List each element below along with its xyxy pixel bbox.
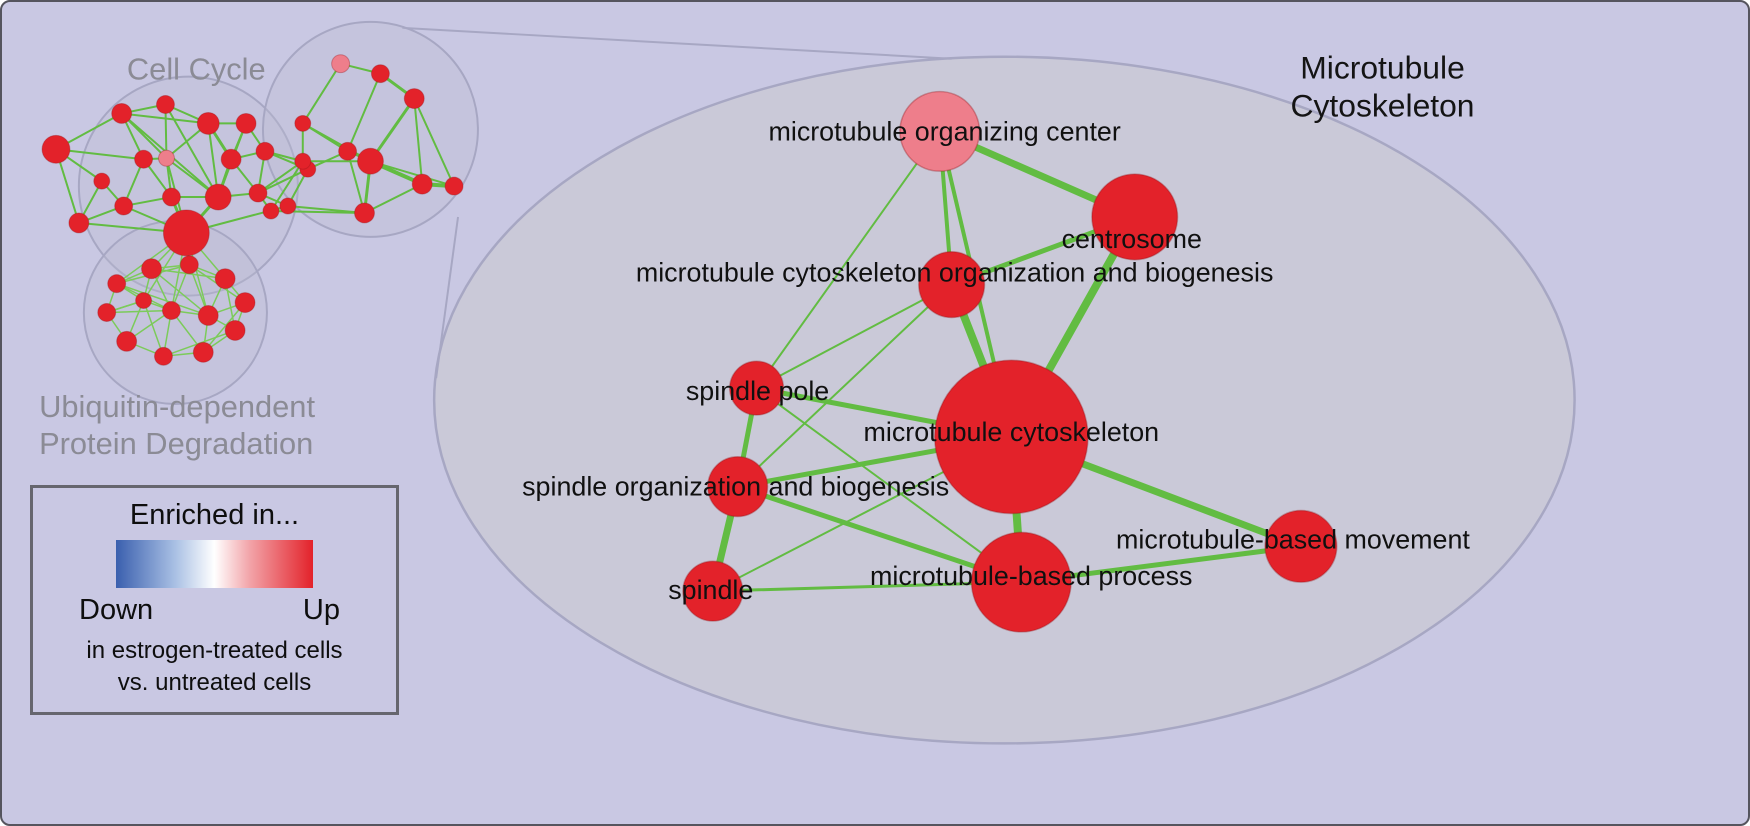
overview-node (197, 305, 219, 326)
node-centrosome (1091, 173, 1179, 261)
overview-node (192, 341, 214, 363)
overview-node (338, 141, 358, 161)
overview-edge (257, 160, 304, 195)
overview-edge (413, 97, 424, 186)
overview-edge (363, 183, 424, 214)
legend-caption-line2: vs. untreated cells (117, 669, 312, 696)
overview-node (262, 202, 280, 220)
overview-edge (54, 148, 145, 161)
overview-node (444, 176, 464, 196)
overview-node (93, 172, 111, 190)
overview-node (154, 346, 173, 366)
node-label-mt_cytoskeleton: microtubule cytoskeleton (864, 417, 1160, 447)
node-label-mt_movement: microtubule-based movement (1116, 524, 1470, 554)
overview-node (235, 112, 257, 134)
zoom-edge (755, 130, 941, 390)
zoom-edge (735, 484, 1024, 585)
overview-edge (150, 267, 226, 280)
callout-line (402, 26, 952, 60)
node-label-spindle: spindle (668, 575, 753, 605)
ubiquitin-label: Protein Degradation (39, 426, 313, 461)
overview-edge (115, 282, 209, 317)
node-label-spindle_org: spindle organization and biogenesis (522, 472, 949, 502)
node-spindle (682, 560, 744, 622)
node-spindle_pole (728, 360, 785, 416)
overview-node (161, 187, 181, 207)
overview-node (279, 197, 297, 215)
legend-down-label: Down (79, 594, 154, 626)
node-label-mcob: microtubule cytoskeleton organization an… (636, 258, 1274, 288)
legend-box: Enriched in... Down Up in estrogen-treat… (30, 485, 399, 715)
node-label-moc: microtubule organizing center (768, 116, 1120, 146)
node-label-mt_process: microtubule-based process (870, 561, 1192, 591)
ubiquitin-label: Ubiquitin-dependent (39, 389, 315, 424)
legend-caption-line1: in estrogen-treated cells (86, 637, 343, 664)
microtubule-title: Cytoskeleton (1291, 87, 1475, 123)
overview-node (248, 183, 268, 203)
callout-line (435, 216, 460, 379)
microtubule-title: Microtubule (1300, 50, 1465, 86)
node-label-spindle_pole: spindle pole (686, 376, 829, 406)
overview-node (204, 183, 232, 211)
overview-node (234, 292, 256, 313)
overview-node (134, 149, 154, 169)
overview-node (294, 114, 312, 132)
overview-node (155, 95, 175, 114)
legend-up-label: Up (302, 594, 340, 626)
zoom-edge (755, 283, 953, 390)
overview-node (331, 54, 351, 74)
overview-node (220, 148, 242, 170)
overview-node (116, 330, 138, 352)
overview-node (68, 212, 90, 234)
overview-edge (105, 309, 173, 314)
overview-node (135, 292, 153, 310)
overview-node (114, 196, 134, 216)
overview-node (214, 268, 236, 290)
overview-node (41, 134, 71, 164)
overview-edge (202, 301, 246, 354)
overview-node (97, 303, 117, 322)
node-mcob (918, 251, 986, 319)
overview-node (162, 209, 210, 257)
overview-node (157, 149, 175, 167)
legend-ends-row: Down Up (33, 588, 396, 627)
overview-node (294, 152, 312, 170)
zoom-edge (711, 580, 1023, 593)
overview-edge (346, 72, 382, 153)
overview-node (161, 301, 181, 320)
overview-edge (150, 267, 209, 317)
legend-title: Enriched in... (129, 499, 300, 531)
overview-node (224, 319, 246, 341)
node-mt_movement (1264, 509, 1338, 583)
overview-node (141, 258, 162, 280)
overview-edge (257, 168, 309, 195)
node-mt_process (970, 531, 1072, 633)
overview-node (111, 103, 133, 124)
overview-edge (413, 97, 456, 188)
zoom-edge (736, 283, 953, 488)
overview-edge (164, 103, 168, 160)
overview-node (107, 274, 127, 294)
overview-edge (369, 160, 456, 188)
zoom-edge (755, 387, 1023, 584)
overview-node (255, 141, 275, 161)
overview-node (196, 111, 220, 135)
overview-node (179, 255, 199, 275)
overview-edge (142, 299, 165, 358)
legend-gradient-bar (116, 540, 313, 588)
node-mt_cytoskeleton (933, 359, 1089, 515)
node-spindle_org (707, 456, 769, 518)
overview-node (357, 147, 384, 175)
overview-edge (301, 62, 342, 125)
overview-edge (269, 160, 304, 212)
node-label-centrosome: centrosome (1062, 224, 1202, 254)
node-moc (899, 90, 981, 172)
overview-node (411, 173, 433, 195)
cell-cycle-label: Cell Cycle (127, 52, 266, 87)
overview-edge (164, 103, 220, 199)
overview-node (370, 64, 390, 84)
overview-node (403, 88, 425, 109)
overview-node (354, 202, 375, 224)
